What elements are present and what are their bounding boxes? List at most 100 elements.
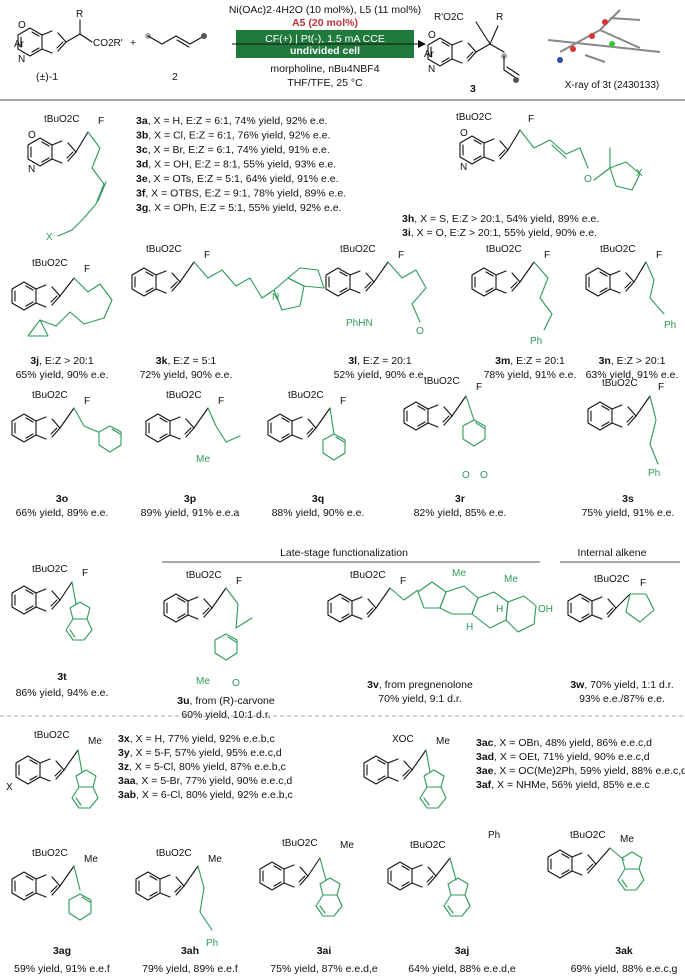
- atom-F: F: [236, 576, 242, 587]
- compound-3s: tBuO2C F Ph: [587, 378, 664, 479]
- series-3a-list: 3a, X = H, E:Z = 6:1, 74% yield, 92% e.e…: [136, 115, 346, 214]
- yield-label: 59% yield, 91% e.e.f: [14, 963, 110, 975]
- compound-id-label: 3ai: [317, 945, 332, 957]
- series-3ac-list: 3ac, X = OBn, 48% yield, 86% e.e.c,d 3ad,…: [476, 737, 685, 791]
- ligand-line: A5 (20 mol%): [292, 17, 358, 29]
- atom-F: F: [476, 382, 482, 393]
- amide-group: PhHN: [346, 318, 373, 329]
- compound-3n: tBuO2C F Ph: [585, 244, 676, 331]
- ester-group: tBuO2C: [340, 244, 376, 255]
- series-entry: 3ad, X = OEt, 71% yield, 90% e.e.c,d: [476, 751, 650, 763]
- atom-O: O: [462, 470, 470, 481]
- atom-F: F: [658, 382, 664, 393]
- ester-group: tBuO2C: [600, 244, 636, 255]
- ester-group: tBuO2C: [350, 570, 386, 581]
- acyl-group: XOC: [392, 734, 414, 745]
- compound-3ac-3af: XOC Me: [363, 734, 450, 809]
- atom-R: R: [76, 9, 83, 20]
- ar-label: Ar: [424, 49, 435, 60]
- atom-H: H: [466, 622, 473, 633]
- ester-group: tBuO2C: [186, 570, 222, 581]
- ester-group: tBuO2C: [288, 390, 324, 401]
- yield-label: 75% yield, 87% e.e.d,e: [270, 963, 378, 975]
- ester-group: tBuO2C: [456, 112, 492, 123]
- ester-group: tBuO2C: [156, 848, 192, 859]
- atom-O: O: [28, 130, 36, 141]
- series-entry: 3z, X = 5-Cl, 80% yield, 87% e.e.b,c: [118, 761, 286, 773]
- atom-F: F: [84, 396, 90, 407]
- phenyl-label: Ph: [530, 336, 542, 347]
- yield-label: 78% yield, 91% e.e.: [484, 369, 577, 381]
- yield-label: 88% yield, 90% e.e.: [272, 507, 365, 519]
- atom-O: O: [480, 470, 488, 481]
- compound-3ak: tBuO2C Me: [547, 830, 645, 891]
- series-entry: 3x, X = H, 77% yield, 92% e.e.b,c: [118, 733, 275, 745]
- atom-O: O: [232, 678, 240, 689]
- compound-3o: tBuO2C F: [11, 390, 122, 453]
- electrolysis-line-1: CF(+) | Pt(-), 1.5 mA CCE: [265, 33, 385, 45]
- phenyl-label: Ph: [664, 320, 676, 331]
- atom-O: O: [460, 128, 468, 139]
- compound-id-label: 3l, E:Z = 20:1: [348, 355, 411, 367]
- methyl-label: Me: [88, 736, 102, 747]
- series-entry: 3a, X = H, E:Z = 6:1, 74% yield, 92% e.e…: [136, 115, 327, 127]
- compound-id-label: 3j, E:Z > 20:1: [30, 355, 93, 367]
- yield-label: 86% yield, 94% e.e.: [16, 687, 109, 699]
- ester-group: tBuO2C: [602, 378, 638, 389]
- atom-N: N: [272, 292, 279, 303]
- reaction-scheme: O N Ar R CO2R' (±)-1 + 2 Ni(OAc)2·4H2O (…: [0, 4, 685, 101]
- xray-caption: X-ray of 3t (2430133): [565, 80, 660, 91]
- atom-N: N: [28, 164, 35, 175]
- compound-3ai: tBuO2C Me: [259, 838, 354, 917]
- internal-alkene-title: Internal alkene: [578, 547, 647, 559]
- methyl-label: Me: [208, 854, 222, 865]
- compound-3p: tBuO2C F Me: [145, 390, 241, 465]
- ester-group: R'O2C: [434, 12, 464, 23]
- ester-group: tBuO2C: [570, 830, 606, 841]
- atom-F: F: [400, 576, 406, 587]
- compound-3v: tBuO2C F Me Me H H OH: [327, 568, 553, 633]
- yield-label: 93% e.e./87% e.e.: [579, 693, 665, 705]
- yield-label: 60% yield, 10:1 d.r.: [181, 709, 270, 721]
- atom-X: X: [46, 232, 53, 243]
- ester-group: tBuO2C: [282, 838, 318, 849]
- atom-F: F: [528, 114, 534, 125]
- ester-group: tBuO2C: [594, 574, 630, 585]
- series-entry: 3f, X = OTBS, E:Z = 9:1, 78% yield, 89% …: [136, 188, 346, 200]
- hydroxyl-label: OH: [538, 604, 553, 615]
- compound-3h-3i: O N tBuO2C F O X: [456, 112, 643, 191]
- methyl-label: Me: [436, 736, 450, 747]
- series-entry: 3d, X = OH, E:Z = 8:1, 55% yield, 93% e.…: [136, 159, 336, 171]
- atom-O: O: [428, 30, 436, 41]
- compound-id-label: 3r: [455, 493, 465, 505]
- compound-id-label: 3u, from (R)-carvone: [177, 695, 275, 707]
- series-entry: 3ac, X = OBn, 48% yield, 86% e.e.c,d: [476, 737, 652, 749]
- compound-3q: tBuO2C F: [267, 390, 346, 461]
- series-entry: 3aa, X = 5-Br, 77% yield, 90% e.e.c,d: [118, 775, 292, 787]
- compound-3r: tBuO2C F O O: [403, 376, 488, 481]
- yield-label: 64% yield, 88% e.e.d,e: [408, 963, 516, 975]
- compound-3j: tBuO2C F: [11, 258, 113, 337]
- compound-id-label: 3q: [312, 493, 324, 505]
- ester-group: CO2R': [93, 38, 123, 49]
- sm2-label: 2: [172, 71, 178, 83]
- yield-label: 79% yield, 89% e.e.f: [142, 963, 238, 975]
- yield-label: 70% yield, 9:1 d.r.: [378, 693, 461, 705]
- series-entry: 3g, X = OPh, E:Z = 5:1, 55% yield, 92% e…: [136, 202, 341, 214]
- compound-id-label: 3w, 70% yield, 1:1 d.r.: [570, 679, 673, 691]
- condition-line-1: morpholine, nBu4NBF4: [270, 63, 379, 75]
- compound-id-label: 3n, E:Z > 20:1: [599, 355, 666, 367]
- yield-label: 63% yield, 91% e.e.: [586, 369, 679, 381]
- atom-O: O: [18, 20, 26, 31]
- series-entry: 3c, X = Br, E:Z = 6:1, 74% yield, 91% e.…: [136, 144, 330, 156]
- methyl-label: Me: [620, 834, 634, 845]
- atom-F: F: [640, 578, 646, 589]
- compound-id-label: 3ah: [181, 945, 199, 957]
- atom-H: H: [496, 604, 503, 615]
- series-entry: 3h, X = S, E:Z > 20:1, 54% yield, 89% e.…: [402, 213, 599, 225]
- ester-group: tBuO2C: [424, 376, 460, 387]
